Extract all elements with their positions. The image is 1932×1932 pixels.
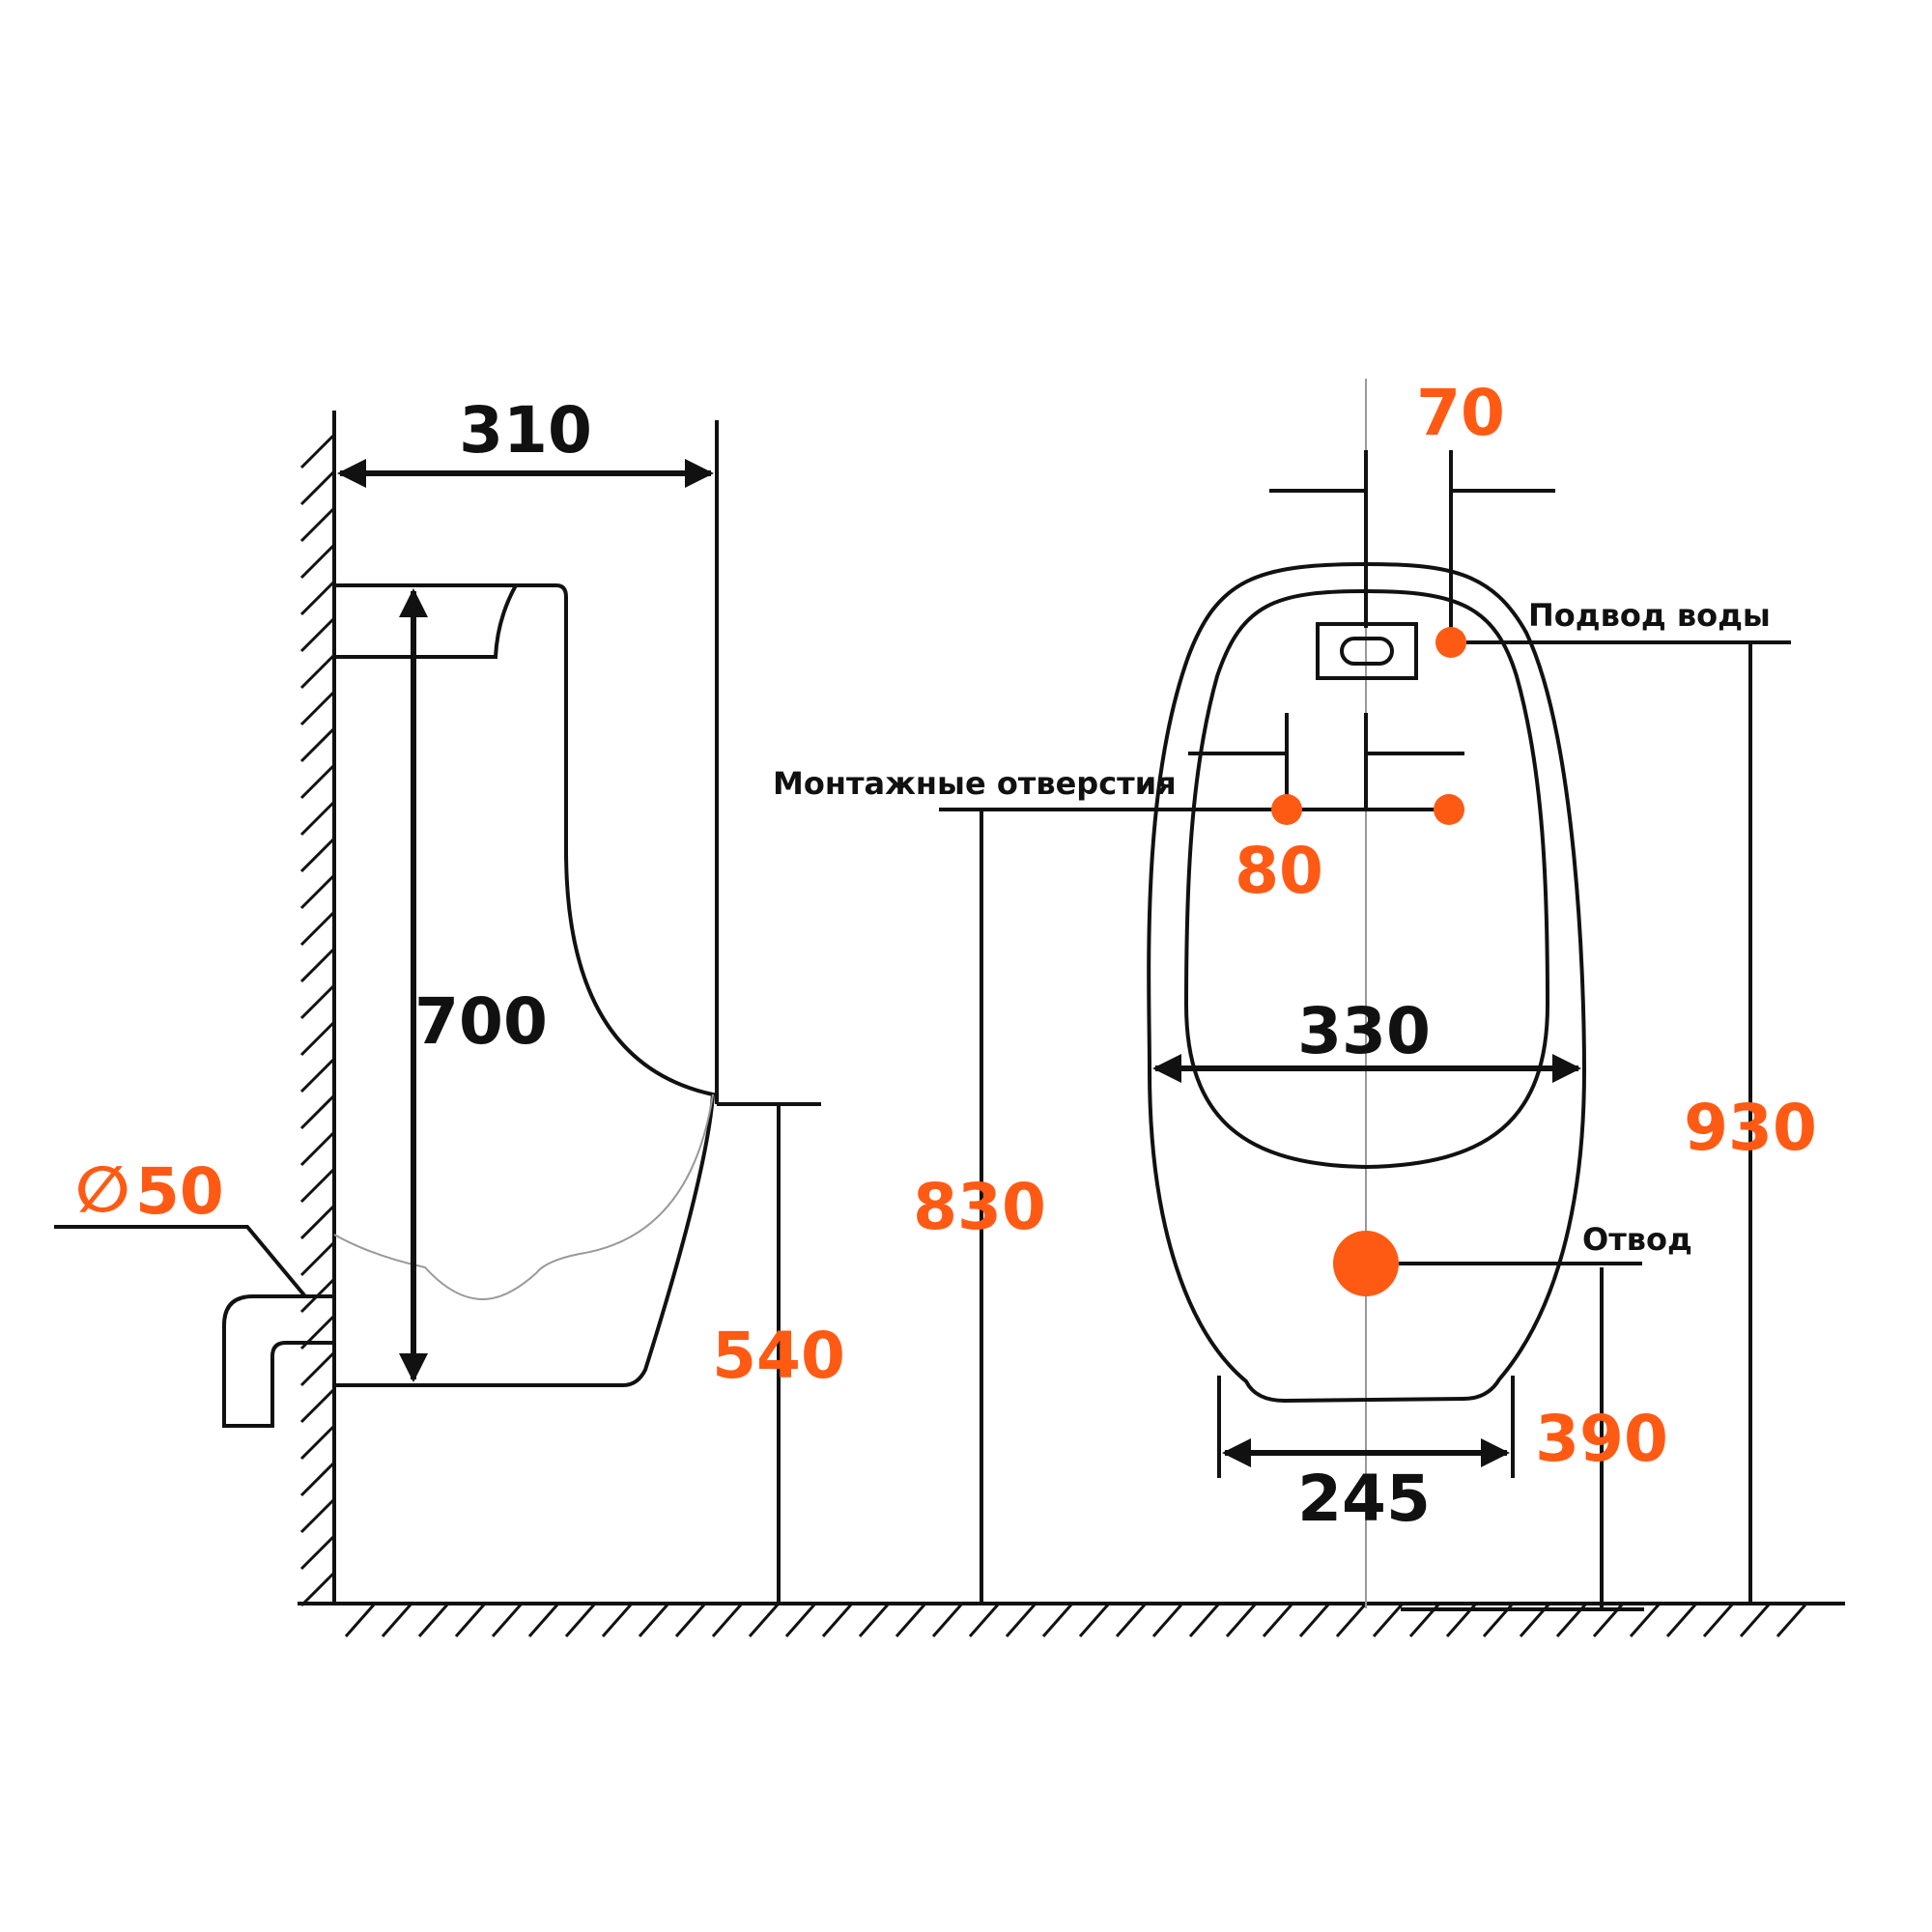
wall-hatching [299, 433, 336, 1607]
wall-hatch-line [299, 1497, 336, 1534]
wall-hatch-line [299, 763, 336, 800]
drain-label: Отвод [1582, 1221, 1692, 1258]
wall [299, 411, 336, 1607]
floor-hatch-line [1372, 1603, 1405, 1637]
wall-hatch-line [299, 837, 336, 873]
side-view-spout [334, 584, 518, 659]
wall-hatch-line [299, 1167, 336, 1204]
front-view: 70 Подвод воды Монтажные отверстия 80 83… [773, 376, 1817, 1611]
floor-hatch-line [1335, 1603, 1368, 1637]
drain-height-label: 390 [1535, 1402, 1668, 1476]
water-supply-marker [1435, 627, 1466, 658]
wall-hatch-line [299, 1057, 336, 1094]
wall-hatch-line [299, 690, 336, 726]
floor-hatch-line [895, 1603, 927, 1637]
floor-hatch-line [454, 1603, 487, 1637]
outlet-pipe [222, 1294, 334, 1428]
wall-hatch-line [299, 653, 336, 690]
floor-hatch-line [674, 1603, 707, 1637]
floor-hatch-line [1151, 1603, 1184, 1637]
floor-hatch-line [564, 1603, 597, 1637]
floor-hatch-line [711, 1603, 744, 1637]
mount-spacing-label: 80 [1235, 834, 1323, 908]
water-supply-label: Подвод воды [1528, 597, 1771, 634]
floor-hatch-line [381, 1603, 413, 1637]
wall-hatch-line [299, 1387, 336, 1424]
wall-hatch-line [299, 580, 336, 616]
side-view-bowl-curve [333, 1094, 714, 1301]
wall-hatch-line [299, 947, 336, 983]
wall-hatch-line [299, 726, 336, 763]
front-view-inner-bowl [1183, 588, 1550, 1170]
mount-hole-right [1434, 794, 1464, 825]
floor-hatch-line [1262, 1603, 1294, 1637]
wall-hatch-line [299, 800, 336, 837]
side-view-body [334, 583, 716, 1387]
floor-hatch-line [1005, 1603, 1037, 1637]
wall-hatch-line [299, 873, 336, 910]
floor-hatch-line [638, 1603, 670, 1637]
floor-hatch-line [821, 1603, 854, 1637]
floor-hatch-line [1739, 1603, 1772, 1637]
floor-hatch-line [1665, 1603, 1698, 1637]
spreader-slot [1340, 637, 1394, 666]
wall-hatch-line [299, 543, 336, 580]
mount-height-label: 830 [913, 1170, 1046, 1244]
pipe-diameter-label: 50 [135, 1154, 224, 1229]
floor-hatch-line [601, 1603, 634, 1637]
wall-hatch-line [299, 1020, 336, 1057]
body-width-label: 330 [1297, 994, 1431, 1068]
wall-hatch-line [299, 433, 336, 469]
floor-hatch-line [1115, 1603, 1148, 1637]
wall-hatch-line [299, 616, 336, 653]
wall-hatch-line [299, 506, 336, 543]
floor-hatch-line [1298, 1603, 1331, 1637]
floor-hatch-line [1188, 1603, 1221, 1637]
floor-hatch-line [1225, 1603, 1258, 1637]
side-height-label: 700 [414, 984, 548, 1059]
wall-hatch-line [299, 1240, 336, 1277]
wall-hatch-line [299, 1571, 336, 1607]
wall-hatch-line [299, 469, 336, 506]
floor-hatch-line [968, 1603, 1001, 1637]
wall-hatch-line [299, 910, 336, 947]
wall-hatch-line [299, 1424, 336, 1461]
total-height-label: 930 [1684, 1091, 1817, 1165]
side-width-label: 310 [459, 393, 592, 468]
floor-hatch-line [931, 1603, 964, 1637]
front-view-outer-body [1147, 561, 1587, 1404]
floor-hatch-line [1078, 1603, 1111, 1637]
outlet-height-label: 540 [712, 1319, 845, 1393]
mount-holes-label: Монтажные отверстия [773, 765, 1177, 802]
pipe-diameter-symbol: ∅ [75, 1152, 130, 1227]
wall-hatch-line [299, 983, 336, 1020]
wall-hatch-line [299, 1094, 336, 1130]
bottom-width-label: 245 [1297, 1462, 1431, 1536]
drain-marker [1333, 1231, 1399, 1296]
floor-hatch-line [344, 1603, 377, 1637]
wall-hatch-line [299, 1534, 336, 1571]
floor-hatch-line [1041, 1603, 1074, 1637]
floor-hatch-line [858, 1603, 891, 1637]
top-spacing-label: 70 [1416, 376, 1505, 450]
floor-hatch-line [748, 1603, 781, 1637]
floor-hatch-line [1629, 1603, 1662, 1637]
wall-hatch-line [299, 1130, 336, 1167]
floor-hatching [344, 1603, 1808, 1637]
floor-hatch-line [527, 1603, 560, 1637]
wall-hatch-line [299, 1350, 336, 1387]
floor-hatch-line [417, 1603, 450, 1637]
floor-hatch-line [491, 1603, 524, 1637]
mount-hole-left [1271, 794, 1302, 825]
floor-hatch-line [1776, 1603, 1808, 1637]
floor-hatch-line [784, 1603, 817, 1637]
side-view: 310 700 540 ∅ 50 [54, 393, 845, 1604]
floor-hatch-line [1702, 1603, 1735, 1637]
wall-hatch-line [299, 1461, 336, 1497]
floor [298, 1602, 1845, 1637]
wall-hatch-line [299, 1204, 336, 1240]
